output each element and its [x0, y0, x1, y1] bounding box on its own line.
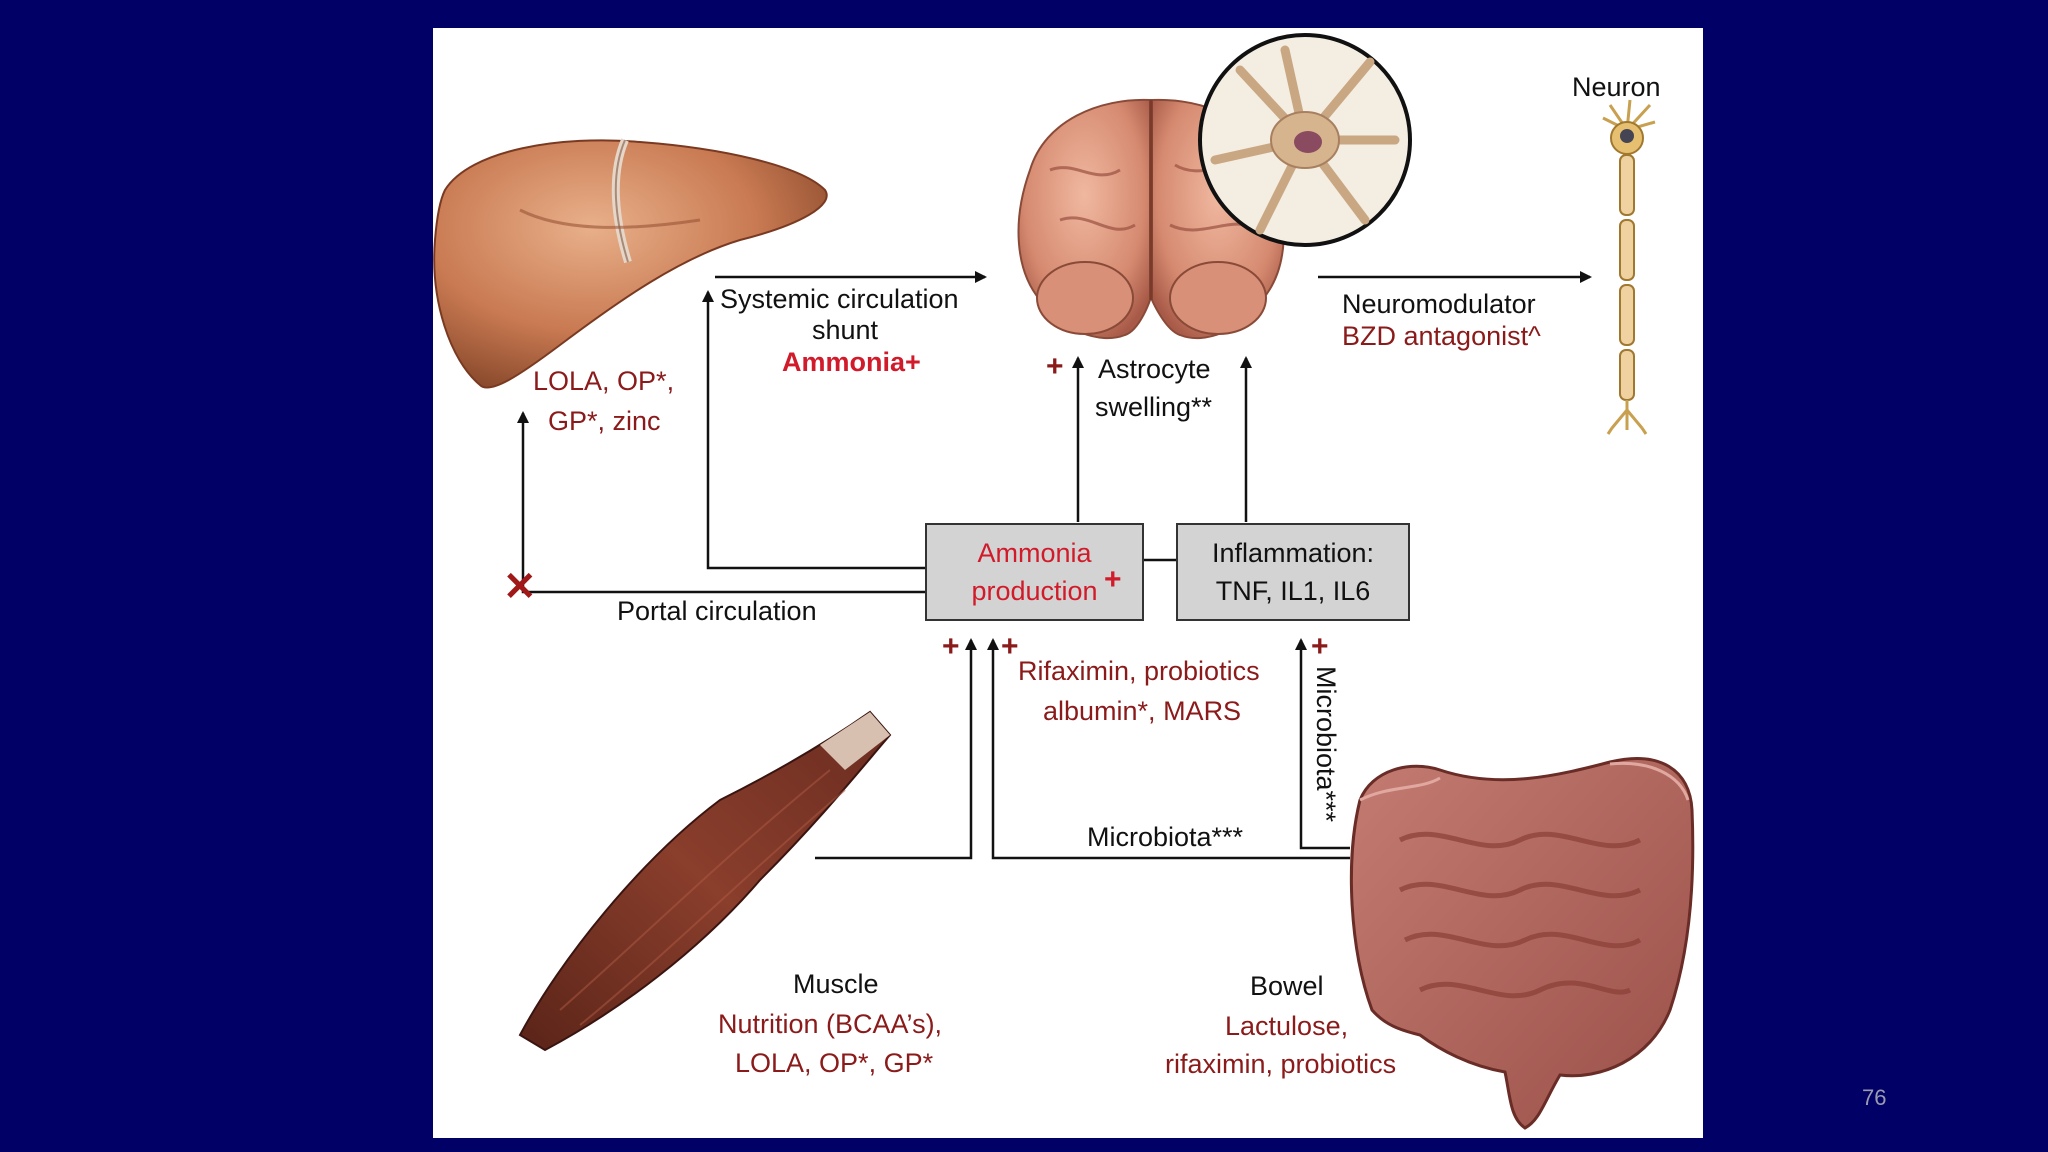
astrocyte-plus: +: [1046, 350, 1064, 383]
neuron-illustration: [1602, 99, 1656, 435]
ammonia-box-line1: Ammonia: [977, 538, 1092, 568]
inflammation-box: Inflammation: TNF, IL1, IL6: [1176, 523, 1410, 621]
bowel-to-ammonia-line: [987, 638, 1350, 860]
bzd-antagonist-label: BZD antagonist^: [1342, 321, 1541, 351]
muscle-treatment-line2: LOLA, OP*, GP*: [735, 1048, 934, 1078]
microbiota-vertical-label: Microbiota***: [1311, 666, 1341, 823]
bowel-arrow-plus: +: [1001, 630, 1019, 663]
microbiota-arrow-plus: +: [1311, 630, 1329, 663]
portal-circulation-line: [517, 411, 925, 594]
muscle-to-ammonia-line: [815, 638, 977, 860]
systemic-line1: Systemic circulation: [720, 284, 959, 314]
ammonia-production-box: Ammonia production: [925, 523, 1144, 621]
bowel-illustration: [1349, 757, 1695, 1130]
muscle-title: Muscle: [793, 969, 879, 999]
portal-circulation-label: Portal circulation: [617, 596, 817, 626]
microbiota-to-inflammation-line: [1295, 638, 1350, 850]
bowel-title: Bowel: [1250, 971, 1324, 1001]
muscle-arrow-plus: +: [942, 630, 960, 663]
rifaximin-line1: Rifaximin, probiotics: [1018, 656, 1260, 686]
bowel-treatment-line2: rifaximin, probiotics: [1165, 1049, 1397, 1079]
liver-treatment-line1: LOLA, OP*,: [533, 366, 675, 396]
rifaximin-line2: albumin*, MARS: [1043, 696, 1242, 726]
inflammation-line2: TNF, IL1, IL6: [1215, 576, 1371, 606]
neuromodulator-label: Neuromodulator: [1342, 289, 1536, 319]
astrocyte-line2: swelling**: [1095, 392, 1213, 422]
systemic-shunt-line: [702, 290, 925, 570]
astrocyte-line1: Astrocyte: [1098, 354, 1211, 384]
ammonia-plus-label: Ammonia+: [782, 347, 921, 377]
neuron-title: Neuron: [1572, 72, 1661, 102]
connector-lines: [517, 271, 1592, 860]
astrocyte-inset-illustration: [1198, 33, 1412, 247]
bowel-treatment-line1: Lactulose,: [1225, 1011, 1349, 1041]
slide-number: 76: [1862, 1085, 1887, 1110]
ammonia-box-plus: +: [1104, 563, 1122, 596]
muscle-treatment-line1: Nutrition (BCAA’s),: [718, 1009, 943, 1039]
liver-treatment-line2: GP*, zinc: [548, 406, 661, 436]
ammonia-box-line2: production: [971, 576, 1098, 606]
muscle-illustration: [518, 710, 892, 1052]
inflammation-line1: Inflammation:: [1211, 538, 1375, 568]
liver-illustration: [433, 138, 828, 389]
portal-block-mark: ✕: [503, 565, 537, 609]
microbiota-horizontal-label: Microbiota***: [1087, 822, 1244, 852]
systemic-line2: shunt: [812, 315, 879, 345]
